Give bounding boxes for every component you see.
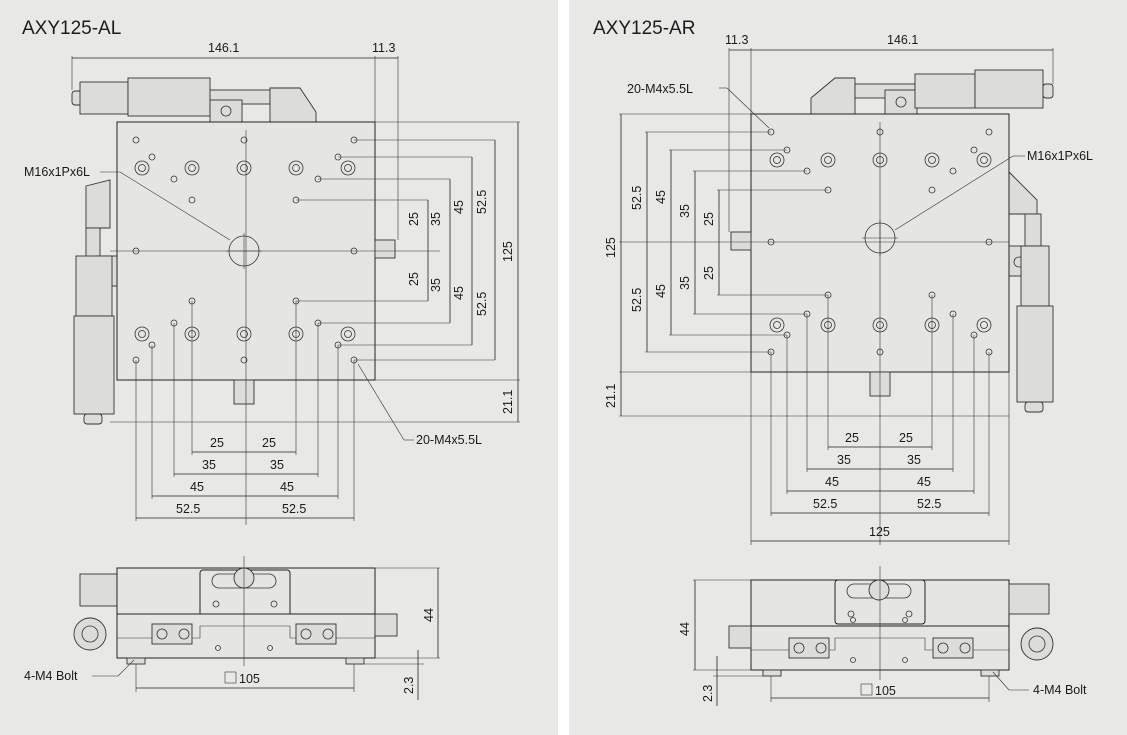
dim-v525-upper: 52.5: [630, 186, 644, 210]
dim-v25-upper: 25: [407, 212, 421, 226]
dim-h525-left: 52.5: [813, 497, 837, 511]
drawing-panel-left: AXY125-AL: [0, 0, 558, 735]
micrometer-side: [1008, 170, 1054, 413]
dimension-top: 146.1 11.3: [71, 41, 399, 240]
dim-h25-right: 25: [262, 436, 276, 450]
dim-foot: 2.3: [402, 677, 416, 694]
dim-h45-left: 45: [825, 475, 839, 489]
dim-h45-right: 45: [280, 480, 294, 494]
panel-title: AXY125-AL: [22, 18, 122, 39]
bolt-label: 4-M4 Bolt: [1033, 683, 1087, 697]
dimension-top: 11.3 146.1: [725, 33, 1054, 232]
dim-h35-right: 35: [907, 453, 921, 467]
dim-h35-right: 35: [270, 458, 284, 472]
dim-v211: 21.1: [501, 390, 515, 414]
dim-h525-left: 52.5: [176, 502, 200, 516]
dim-h45-left: 45: [190, 480, 204, 494]
dim-h525-right: 52.5: [917, 497, 941, 511]
dim-foot: 2.3: [701, 685, 715, 702]
micrometer-top: [810, 69, 1054, 115]
micrometer-side: [73, 179, 119, 425]
dim-v35-upper: 35: [429, 212, 443, 226]
dim-height: 44: [422, 608, 436, 622]
dim-v25-lower: 25: [407, 272, 421, 286]
dim-base: 105: [239, 672, 260, 686]
dim-h125: 125: [869, 525, 890, 539]
front-view: 44 2.3 105 4-M4 Bolt: [678, 566, 1087, 706]
dim-h25-left: 25: [210, 436, 224, 450]
center-thread-hole: [862, 220, 898, 256]
dim-offset-label: 11.3: [372, 41, 395, 55]
dim-h35-left: 35: [202, 458, 216, 472]
bottom-screw: [233, 379, 255, 405]
drawing-panel-right: AXY125-AR: [569, 0, 1127, 735]
dim-h25-right: 25: [899, 431, 913, 445]
dim-base: 105: [875, 684, 896, 698]
technical-drawing-right: 11.3 146.1 125 21.1 52.5 45 35 25: [604, 33, 1093, 706]
dim-h25-left: 25: [845, 431, 859, 445]
dim-h35-left: 35: [837, 453, 851, 467]
dim-v35-lower: 35: [429, 278, 443, 292]
dim-width-label: 146.1: [208, 41, 239, 55]
dim-v45-upper: 45: [654, 190, 668, 204]
dim-h45-right: 45: [917, 475, 931, 489]
panel-title: AXY125-AR: [593, 18, 696, 39]
holes-label: 20-M4x5.5L: [627, 82, 693, 96]
center-thread-label: M16x1Px6L: [1027, 149, 1093, 163]
dim-v25-upper: 25: [702, 212, 716, 226]
dim-v525-upper: 52.5: [475, 190, 489, 214]
technical-drawing-left: 146.1 11.3 25 35 45 52.5 25 35: [24, 41, 520, 700]
dim-height: 44: [678, 622, 692, 636]
dim-v35-lower: 35: [678, 276, 692, 290]
micrometer-top: [71, 77, 317, 123]
leaders: M16x1Px6L 20-M4x5.5L: [24, 165, 482, 447]
dimension-bottom: 25 25 35 35 45 45 52.5 52.5: [135, 301, 355, 521]
dim-width-label: 146.1: [887, 33, 918, 47]
dim-v35-upper: 35: [678, 204, 692, 218]
dimension-right: 25 35 45 52.5 25 35 45 52.5 125 21.1: [110, 121, 520, 423]
center-thread-label: M16x1Px6L: [24, 165, 90, 179]
dim-v45-lower: 45: [654, 284, 668, 298]
dimension-bottom: 25 25 35 35 45 45 52.5 52.5 125: [750, 295, 1010, 545]
center-thread-hole: [226, 233, 262, 269]
dimension-left: 125 21.1 52.5 45 35 25 25 35 45 52.5: [604, 113, 1009, 417]
lock-screw: [730, 231, 752, 251]
dim-v45-upper: 45: [452, 200, 466, 214]
dim-v25-lower: 25: [702, 266, 716, 280]
dim-offset-label: 11.3: [725, 33, 748, 47]
dim-v45-lower: 45: [452, 286, 466, 300]
front-view: 44 2.3 105 4-M4 Bolt: [24, 556, 440, 700]
dim-v525-lower: 52.5: [630, 288, 644, 312]
holes-label: 20-M4x5.5L: [416, 433, 482, 447]
dim-v125: 125: [501, 241, 515, 262]
dim-v125: 125: [604, 237, 618, 258]
dim-h525-right: 52.5: [282, 502, 306, 516]
dim-v525-lower: 52.5: [475, 292, 489, 316]
bolt-label: 4-M4 Bolt: [24, 669, 78, 683]
leaders: 20-M4x5.5L M16x1Px6L: [627, 82, 1093, 231]
dim-v211: 21.1: [604, 384, 618, 408]
lock-screw: [374, 239, 396, 259]
